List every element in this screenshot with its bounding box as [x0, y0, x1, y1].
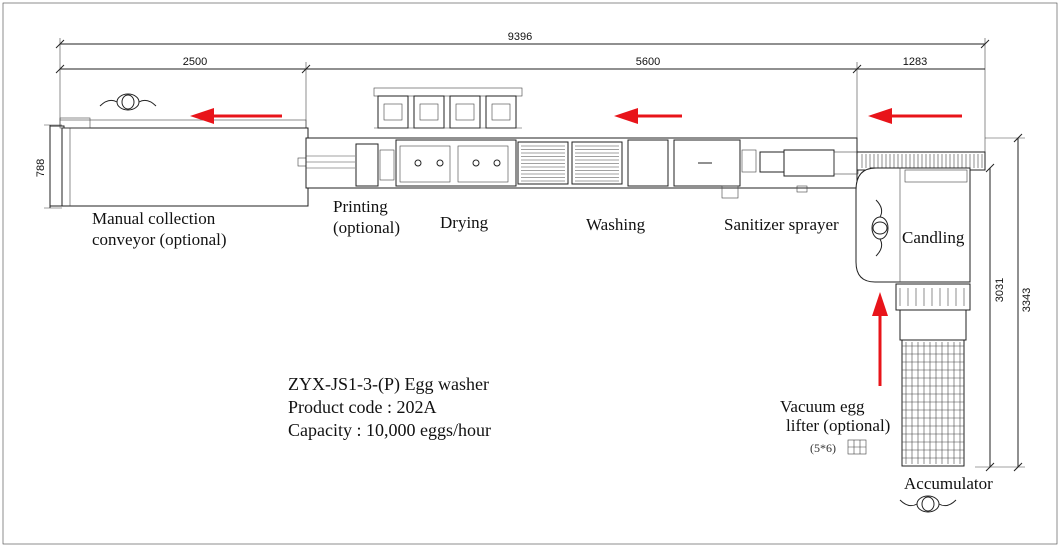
candling-station — [855, 167, 971, 283]
label-printing-1: Printing — [333, 197, 388, 216]
label-vacuum-size: (5*6) — [810, 441, 836, 455]
sanitizer-sprayer — [759, 149, 859, 193]
washing-section — [517, 141, 623, 185]
dimension-vertical-inner: 3031 — [975, 163, 1006, 472]
dim-vertical-inner-text: 3031 — [994, 278, 1006, 302]
dim-main-text: 5600 — [636, 56, 660, 68]
dimension-vertical-outer: 3343 — [985, 133, 1033, 472]
spec-product-code: Product code : 202A — [288, 397, 436, 417]
drying-fans — [373, 87, 523, 129]
label-sanitizer: Sanitizer sprayer — [724, 215, 839, 234]
label-manual-collection-2: conveyor (optional) — [92, 230, 227, 249]
label-vacuum-1: Vacuum egg — [780, 397, 865, 416]
label-manual-collection-1: Manual collection — [92, 209, 216, 228]
operator-icon — [871, 199, 889, 257]
printing-unit — [355, 143, 395, 187]
manual-collection-conveyor — [49, 117, 311, 207]
dimension-total: 9396 — [55, 31, 990, 165]
dim-total-text: 9396 — [508, 31, 532, 43]
dim-end-text: 1283 — [903, 56, 927, 68]
label-drying: Drying — [440, 213, 489, 232]
dimension-collection: 2500 — [55, 56, 311, 130]
candling-belt — [856, 151, 986, 171]
spec-capacity: Capacity : 10,000 eggs/hour — [288, 420, 491, 440]
spec-model: ZYX-JS1-3-(P) Egg washer — [288, 374, 489, 395]
operator-icon — [99, 93, 157, 111]
label-vacuum-2: lifter (optional) — [786, 416, 890, 435]
label-printing-2: (optional) — [333, 218, 400, 237]
dim-collection-text: 2500 — [183, 56, 207, 68]
rinse-box — [627, 139, 757, 199]
dimension-end: 1283 — [857, 56, 985, 70]
dim-width-text: 788 — [35, 159, 47, 177]
label-washing: Washing — [586, 215, 646, 234]
drying-section — [395, 139, 517, 187]
vacuum-lifter-icon — [847, 439, 867, 455]
red-arrow-icon — [614, 108, 682, 124]
label-accumulator: Accumulator — [904, 474, 993, 493]
dim-vertical-outer-text: 3343 — [1021, 288, 1033, 312]
red-arrow-icon — [868, 108, 962, 124]
label-candling: Candling — [902, 228, 965, 247]
red-arrow-icon — [872, 292, 888, 386]
red-arrow-icon — [190, 108, 282, 124]
dimension-main: 5600 — [306, 56, 862, 150]
accumulator — [895, 283, 971, 467]
operator-icon — [899, 495, 957, 513]
